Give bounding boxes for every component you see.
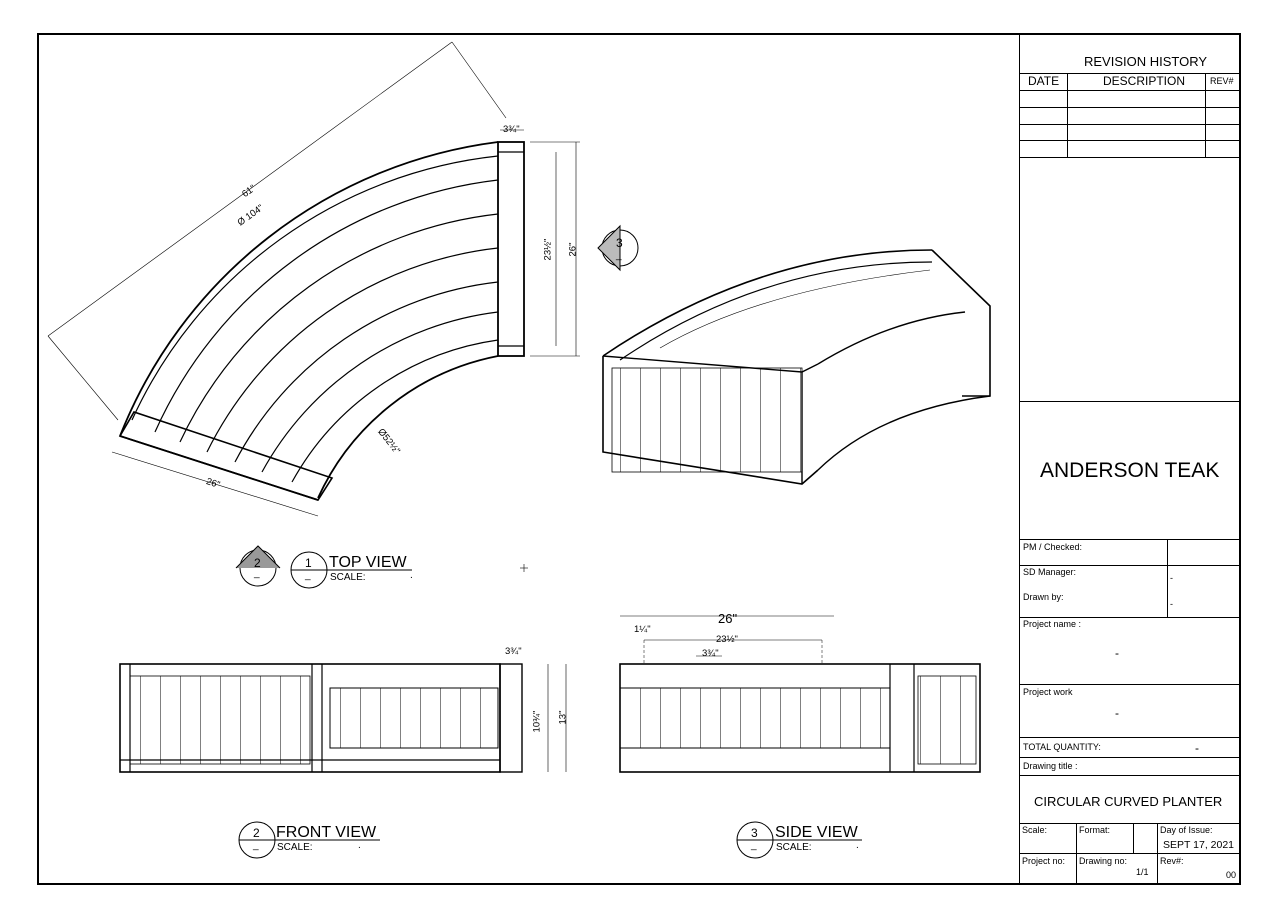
side-view-scale: SCALE:: [776, 842, 812, 853]
scale-label: Scale:: [1022, 825, 1048, 835]
top-view-scale: SCALE:: [330, 572, 366, 583]
top-view-sub: _: [305, 570, 311, 581]
top-view-title: TOP VIEW: [329, 554, 407, 571]
day-of-issue-label: Day of Issue:: [1160, 825, 1213, 835]
front-view-sub: _: [253, 840, 259, 851]
isometric-view-drawing: [602, 249, 991, 485]
sd-manager-label: SD Manager:: [1023, 567, 1077, 577]
side-view-number: 3: [751, 826, 758, 840]
drawing-sheet-border: [37, 33, 1241, 885]
rev-col-description: DESCRIPTION: [1103, 74, 1186, 88]
top-view-drawing: [47, 41, 580, 517]
revision-history-title: REVISION HISTORY: [1084, 54, 1208, 69]
dim-26-right: 26": [567, 242, 579, 257]
pm-checked-label: PM / Checked:: [1023, 542, 1083, 552]
side-view-drawing: [619, 615, 981, 773]
total-quantity-label: TOTAL QUANTITY:: [1023, 742, 1101, 752]
day-of-issue-value: SEPT 17, 2021: [1163, 839, 1235, 851]
rev-value: 00: [1226, 870, 1237, 880]
top-view-number: 1: [305, 556, 312, 570]
dim-26-side: 26": [718, 611, 738, 626]
project-name-value: -: [1115, 646, 1119, 660]
top-view-scale-value: .: [410, 570, 413, 581]
drawing-no-label: Drawing no:: [1079, 856, 1128, 866]
rev-col-rev: REV#: [1210, 76, 1234, 86]
iso-callout-number: 3: [616, 236, 623, 250]
project-no-label: Project no:: [1022, 856, 1066, 866]
side-view-sub: _: [751, 840, 757, 851]
dim-13: 13": [557, 710, 569, 725]
dim-23h-side: 23½": [716, 634, 738, 645]
front-view-drawing: [119, 663, 567, 773]
dim-23h-top: 23½": [542, 238, 554, 261]
company-name: ANDERSON TEAK: [1040, 459, 1220, 482]
side-view-title: SIDE VIEW: [775, 824, 858, 841]
drawing-title-label: Drawing title :: [1023, 761, 1078, 771]
view-callouts: [235, 224, 862, 859]
front-view-number: 2: [253, 826, 260, 840]
top-callout-sub: _: [254, 568, 260, 579]
drawn-by-label: Drawn by:: [1023, 592, 1064, 602]
format-label: Format:: [1079, 825, 1111, 835]
front-view-title: FRONT VIEW: [276, 824, 377, 841]
project-work-value: -: [1115, 706, 1119, 720]
top-callout-number: 2: [254, 556, 261, 570]
drawing-title-value: CIRCULAR CURVED PLANTER: [1034, 794, 1223, 809]
dim-3q-top: 3¾": [503, 124, 520, 135]
dim-10: 10¾": [531, 710, 543, 733]
project-work-label: Project work: [1023, 687, 1073, 697]
dim-3q-side: 3¾": [702, 648, 719, 659]
front-view-scale-value: .: [358, 840, 361, 851]
title-block: REVISION HISTORY DATE DESCRIPTION REV# A…: [1019, 35, 1241, 885]
rev-label: Rev#:: [1160, 856, 1184, 866]
project-name-label: Project name :: [1023, 619, 1082, 629]
rev-col-date: DATE: [1028, 74, 1060, 88]
sd-manager-value: -: [1170, 573, 1173, 583]
iso-callout-sub: _: [616, 250, 622, 261]
side-view-scale-value: .: [856, 840, 859, 851]
dim-1q-side: 1¼": [634, 624, 651, 635]
drawn-by-value: -: [1170, 599, 1173, 609]
dim-3q-front: 3¾": [505, 646, 522, 657]
total-quantity-value: -: [1195, 741, 1199, 755]
front-view-scale: SCALE:: [277, 842, 313, 853]
drawing-no-value: 1/1: [1136, 867, 1149, 877]
